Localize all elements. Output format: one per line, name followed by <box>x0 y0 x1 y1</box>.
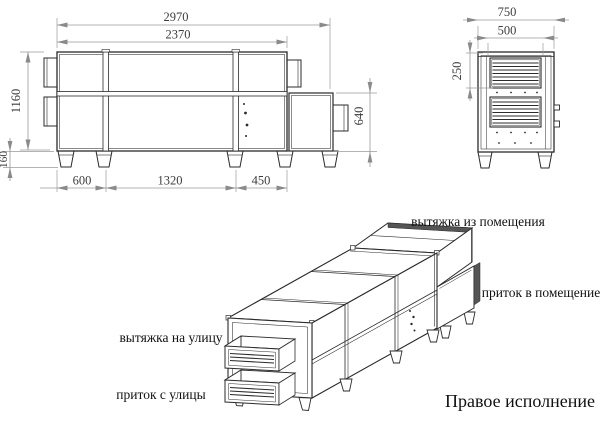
side-lower-grille <box>489 96 542 128</box>
label-supply-from-outside: приток с улицы <box>116 387 205 402</box>
label-variant: Правое исполнение <box>445 391 595 411</box>
side-pipe-stubs <box>553 104 560 128</box>
dim-right-section-height: 640 <box>352 107 366 126</box>
iso-exhaust-louver-box <box>223 335 297 372</box>
dim-total-length: 2970 <box>164 10 189 24</box>
iso-lower-box <box>436 228 481 330</box>
dim-section1: 600 <box>73 174 92 188</box>
front-view: 2970 2370 1160 160 600 1320 450 640 <box>0 10 377 192</box>
dim-body-length: 2370 <box>166 28 191 42</box>
dim-grille-width: 500 <box>498 24 517 38</box>
dim-section3: 450 <box>252 174 271 188</box>
side-screw-dots <box>496 91 538 144</box>
front-legs <box>57 150 339 168</box>
label-supply-to-room: приток в помещение <box>482 285 600 300</box>
front-body <box>56 49 288 152</box>
side-legs <box>477 151 553 169</box>
side-view: 750 500 250 <box>450 5 569 169</box>
side-dim-lines <box>463 17 569 101</box>
supply-flange-strip <box>473 262 481 306</box>
dim-body-height: 1160 <box>9 89 23 114</box>
label-exhaust-from-room: вытяжка из помещения <box>411 214 545 229</box>
dim-leg-height: 160 <box>0 151 10 169</box>
front-screw-dots <box>243 103 249 137</box>
side-upper-grille <box>489 57 542 89</box>
dim-section2: 1320 <box>158 174 183 188</box>
front-right-lower-box <box>288 92 334 152</box>
front-top-right-duct-stub <box>286 59 302 88</box>
front-dim-lines <box>25 22 330 191</box>
iso-labels: вытяжка из помещения приток в помещение … <box>116 214 600 411</box>
front-dim-outside-arrows <box>7 78 373 181</box>
dim-grille-height: 250 <box>450 62 464 81</box>
iso-screw-dots <box>409 310 416 332</box>
label-exhaust-to-outside: вытяжка на улицу <box>119 330 222 345</box>
iso-view: вытяжка из помещения приток в помещение … <box>116 214 600 411</box>
dim-total-depth: 750 <box>498 5 517 19</box>
front-right-duct-stub <box>332 104 349 132</box>
front-left-duct-stubs <box>43 57 58 127</box>
iso-supply-louver-box <box>223 369 297 406</box>
side-dim-texts: 750 500 250 <box>450 5 516 80</box>
front-dim-texts: 2970 2370 1160 160 600 1320 450 640 <box>0 10 366 188</box>
